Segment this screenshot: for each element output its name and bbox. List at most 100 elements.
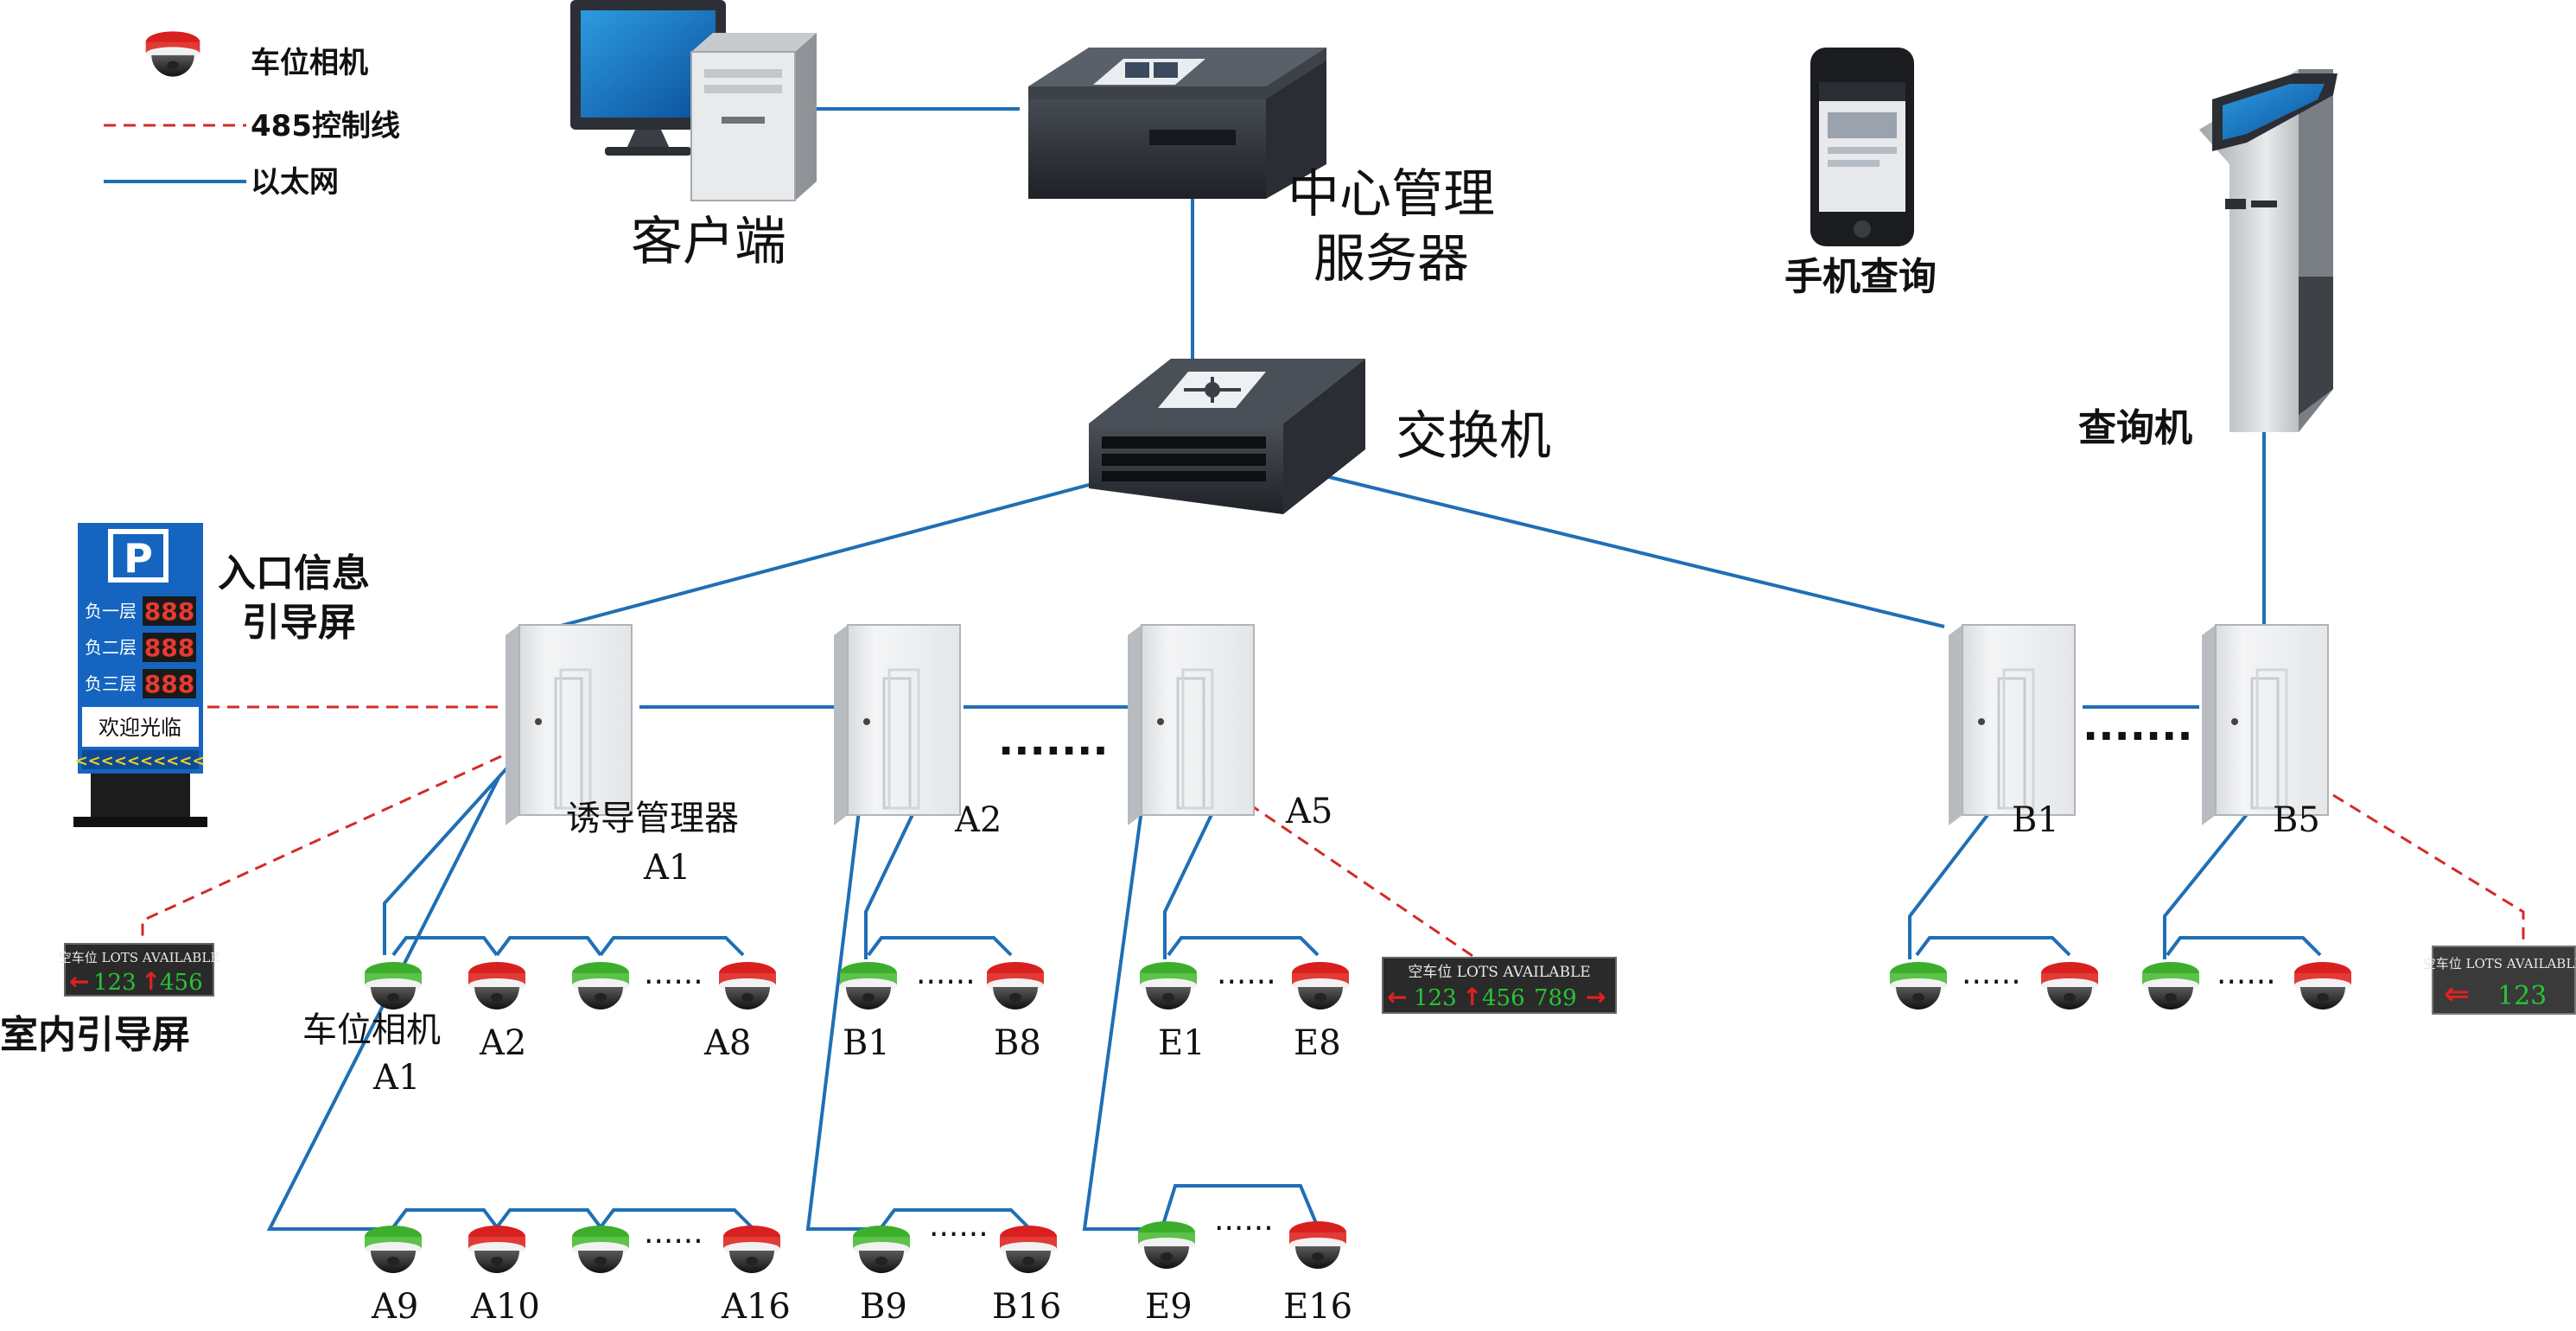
camera-b1-group-start <box>1890 962 1947 1009</box>
floor-row-2: 负二层 888 <box>85 633 196 662</box>
camera-occupied-icon <box>1000 1226 1057 1273</box>
sign-arrows: <<<<<<<<<< <box>75 752 206 770</box>
phone-query-label: 手机查询 <box>1784 255 1937 299</box>
welcome-text: 欢迎光临 <box>99 716 181 740</box>
camera-b16: B16 <box>992 1226 1061 1327</box>
camera-occupied-icon <box>719 962 776 1009</box>
right-arrow-icon: → <box>1586 983 1606 1011</box>
guidance-manager-b5: B5 <box>2200 623 2330 840</box>
camera-free-icon <box>572 1226 629 1273</box>
floor-count: 888 <box>144 634 194 662</box>
camera-ellipsis: ······ <box>1962 965 2021 1000</box>
camera-id: B1 <box>843 1023 890 1063</box>
legend-camera-icon <box>145 31 200 77</box>
camera-e16: E16 <box>1283 1221 1352 1327</box>
camera-id: A1 <box>372 1058 420 1098</box>
camera-occupied-icon <box>1292 962 1349 1009</box>
camera-id: A10 <box>470 1287 540 1327</box>
floor-row-3: 负三层 888 <box>85 669 196 698</box>
switch-arrows-icon <box>1158 372 1266 408</box>
manager-id: B5 <box>2273 800 2320 840</box>
manager-ellipsis: ······· <box>2083 712 2193 761</box>
camera-a8: A8 <box>703 962 776 1063</box>
camera-type-label: 车位相机 <box>302 1010 441 1050</box>
camera-b5-group-end <box>2294 962 2351 1009</box>
camera-free-icon <box>2142 962 2199 1009</box>
indoor-display-a5: 空车位 LOTS AVAILABLE ← 123 ↑ 456 789 → <box>1382 957 1617 1014</box>
camera-a10: A10 <box>468 1226 540 1327</box>
camera-b1: B1 <box>840 962 897 1063</box>
client-computer: 客户端 <box>570 0 817 272</box>
camera-occupied-icon <box>723 1226 780 1273</box>
display-value: 123 <box>2497 981 2547 1011</box>
camera-free-icon <box>365 962 422 1009</box>
camera-ellipsis: ······ <box>644 1224 703 1259</box>
mobile-phone: 手机查询 <box>1784 48 1937 299</box>
camera-ellipsis: ······ <box>644 965 703 1000</box>
left-arrow-icon: ← <box>69 967 89 996</box>
camera-occupied-icon <box>468 962 525 1009</box>
camera-free-icon <box>1138 1221 1195 1269</box>
indoor-display-a1: 空车位 LOTS AVAILABLE ← 123 ↑ 456 室内引导屏 <box>0 943 219 1057</box>
camera-free-icon <box>853 1226 910 1273</box>
camera-free-icon <box>1140 962 1197 1009</box>
pc-tower-icon <box>690 33 817 201</box>
server-label-line1: 中心管理 <box>1288 164 1495 225</box>
display-value: 789 <box>1534 985 1577 1011</box>
camera-e9: E9 <box>1138 1221 1195 1327</box>
camera-b9: B9 <box>853 1226 910 1327</box>
entrance-label-line1: 入口信息 <box>218 551 370 595</box>
camera-a2: A2 <box>468 962 526 1063</box>
rs485-links <box>141 705 2525 961</box>
manager-id: A5 <box>1285 792 1333 831</box>
up-arrow-icon: ↑ <box>141 967 161 996</box>
guidance-manager-a5: A5 <box>1126 623 1333 831</box>
camera-e8: E8 <box>1292 962 1349 1063</box>
camera-free-icon <box>572 962 629 1009</box>
legend-rs485-label: 485控制线 <box>251 109 400 143</box>
server-label-line2: 服务器 <box>1313 229 1469 290</box>
guidance-manager-a2: A2 <box>832 623 1002 840</box>
camera-id: E16 <box>1283 1287 1352 1327</box>
camera-occupied-icon <box>987 962 1044 1009</box>
manager-ellipsis: ······· <box>998 727 1109 775</box>
display-value: 456 <box>160 970 203 996</box>
camera-a9: A9 <box>365 1226 422 1327</box>
camera-id: A16 <box>721 1287 791 1327</box>
camera-free-icon <box>840 962 897 1009</box>
camera-id: E1 <box>1158 1023 1205 1063</box>
camera-id: A2 <box>479 1023 526 1063</box>
display-value: 456 <box>1482 985 1525 1011</box>
switch-label: 交换机 <box>1396 406 1551 467</box>
camera-id: E8 <box>1294 1023 1341 1063</box>
floor-count: 888 <box>144 670 194 698</box>
entrance-label-line2: 引导屏 <box>242 601 356 645</box>
indoor-screen-label: 室内引导屏 <box>0 1013 190 1057</box>
camera-e1: E1 <box>1140 962 1205 1063</box>
camera-id: A9 <box>371 1287 418 1327</box>
camera-id: B8 <box>994 1023 1041 1063</box>
camera-ellipsis: ······ <box>916 965 976 1000</box>
camera-b1-group-end <box>2041 962 2098 1009</box>
legend-ethernet-label: 以太网 <box>251 165 339 200</box>
camera-id: E9 <box>1145 1287 1193 1327</box>
floor-row-1: 负一层 888 <box>85 596 196 626</box>
guidance-manager-a1: 诱导管理器 A1 <box>504 623 739 888</box>
up-arrow-icon: ↑ <box>1462 983 1482 1011</box>
entrance-guidance-sign: P 负一层 888 负二层 888 负三层 888 欢迎光临 <<<<<<<<<… <box>73 523 370 827</box>
client-label: 客户端 <box>631 212 786 272</box>
floor-count: 888 <box>144 597 194 626</box>
camera-b5-group-start <box>2142 962 2199 1009</box>
camera-a11 <box>572 1226 629 1273</box>
legend: 车位相机 485控制线 以太网 <box>104 31 400 200</box>
camera-a16: A16 <box>721 1226 791 1327</box>
display-value: 123 <box>93 970 137 996</box>
camera-a3 <box>572 962 629 1009</box>
ethernet-links <box>266 107 2322 1231</box>
floor-name: 负三层 <box>85 673 137 694</box>
camera-id: B16 <box>992 1287 1061 1327</box>
camera-occupied-icon <box>1289 1221 1346 1269</box>
camera-id: B9 <box>860 1287 907 1327</box>
camera-occupied-icon <box>468 1226 525 1273</box>
kiosk-label: 查询机 <box>2078 406 2192 450</box>
